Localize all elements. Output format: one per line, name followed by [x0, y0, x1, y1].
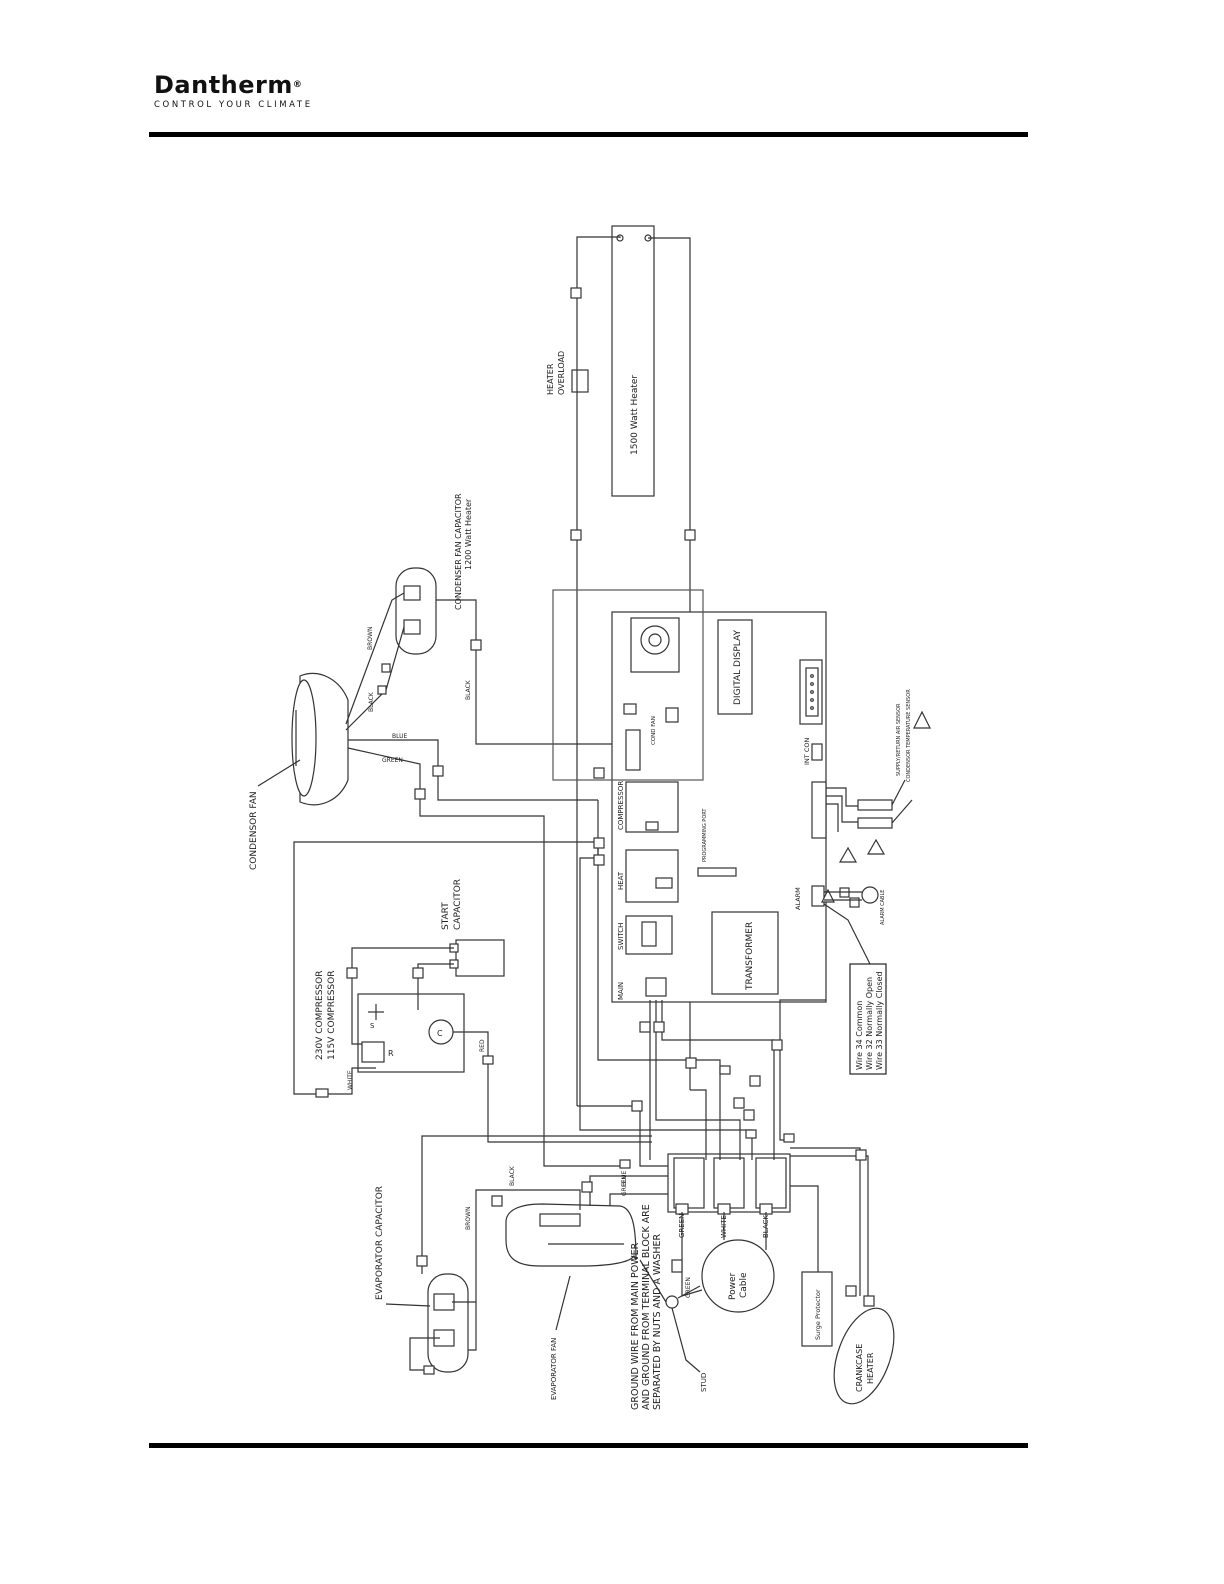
wire-black-label: BLACK: [368, 691, 375, 712]
board-switch-label: SWITCH: [617, 923, 625, 950]
compressor-label-115: 115V COMPRESSOR: [327, 971, 337, 1060]
condensor-temp-sensor-label: CONDENSOR TEMPERATURE SENSOR: [906, 689, 912, 782]
brand-name: Dantherm®: [154, 71, 303, 99]
wire-green-label-3: GREEN: [685, 1277, 692, 1298]
wire-white-label: WHITE: [347, 1070, 354, 1090]
wire-legend-1: Wire 34 Common: [855, 1001, 864, 1070]
control-board: DIGITAL DISPLAY COND FAN COMPRESSOR HEAT…: [552, 589, 827, 1003]
crankcase-heater-label-2: HEATER: [866, 1352, 875, 1384]
heater-overload: HEATER OVERLOAD: [546, 351, 589, 395]
terminal-block: GREEN WHITE BLACK: [667, 1153, 791, 1238]
wire-blue-label-2: BLUE: [621, 1170, 628, 1186]
evaporator-fan-label: EVAPORATOR FAN: [550, 1338, 558, 1400]
start-capacitor-label-1: START: [441, 902, 451, 930]
stud-label: STUD: [700, 1373, 708, 1392]
alarm-label: ALARM: [794, 887, 802, 910]
ground-note: GROUND WIRE FROM MAIN POWER AND GROUND F…: [630, 1204, 663, 1410]
board-heat-label: HEAT: [617, 871, 625, 890]
power-cable-label-2: Cable: [739, 1272, 749, 1298]
start-capacitor-label-2: CAPACITOR: [453, 879, 463, 930]
programming-port-label: PROGRAMMING PORT: [702, 808, 708, 862]
heater-overload-label-1: HEATER: [546, 363, 555, 395]
brand-tagline: CONTROL YOUR CLIMATE: [154, 100, 313, 110]
condensor-fan-label: CONDENSOR FAN: [249, 791, 259, 870]
wire-red-label: RED: [479, 1039, 486, 1052]
evaporator-fan: EVAPORATOR FAN: [505, 1203, 637, 1400]
power-cable-label-1: Power: [728, 1272, 738, 1300]
wire-black-label-3: BLACK: [509, 1165, 516, 1186]
header-rule: [149, 132, 1028, 137]
heater-1500: 1500 Watt Heater: [611, 225, 655, 497]
compressor-terminal-c: C: [437, 1029, 443, 1038]
condenser-fan-capacitor-label: CONDENSER FAN CAPACITOR: [454, 493, 463, 610]
heater-1500-label: 1500 Watt Heater: [630, 375, 640, 455]
surge-protector: Surge Protector: [801, 1271, 833, 1347]
evaporator-capacitor: EVAPORATOR CAPACITOR: [375, 1186, 469, 1373]
compressor-terminal-r: R: [388, 1049, 394, 1058]
alarm-cable-label: ALARM CABLE: [880, 890, 886, 925]
transformer-label: TRANSFORMER: [745, 922, 755, 991]
ground-note-3: SEPARATED BY NUTS AND A WASHER: [652, 1233, 663, 1410]
wire-legend-2: Wire 32 Normally Open: [865, 977, 874, 1070]
brand-logo: Dantherm® CONTROL YOUR CLIMATE: [154, 72, 313, 110]
board-compressor-label: COMPRESSOR: [617, 781, 625, 830]
condensor-fan: CONDENSOR FAN: [249, 672, 349, 870]
wire-brown-label: BROWN: [367, 627, 374, 650]
ground-note-2: AND GROUND FROM TERMINAL BLOCK ARE: [641, 1204, 652, 1410]
surge-protector-label: Surge Protector: [814, 1289, 822, 1340]
ground-note-1: GROUND WIRE FROM MAIN POWER: [630, 1242, 641, 1410]
wire-blue-label: BLUE: [392, 733, 408, 740]
board-main-label: MAIN: [617, 982, 625, 1000]
wire-green-label: GREEN: [382, 757, 403, 764]
power-cable: Power Cable: [701, 1239, 775, 1313]
supply-air-sensor-label: SUPPLY/RETURN AIR SENSOR: [896, 703, 902, 776]
start-capacitor: START CAPACITOR: [441, 879, 505, 977]
alarm-cable: ALARM CABLE: [823, 886, 886, 965]
compressor-terminal-s: S: [370, 1022, 375, 1030]
footer-rule: [149, 1443, 1028, 1448]
wire-black-label-2: BLACK: [465, 679, 472, 700]
digital-display-label: DIGITAL DISPLAY: [733, 630, 743, 705]
wire-green-label-2: GREEN: [621, 1175, 628, 1196]
condenser-fan-capacitor-sublabel: 1200 Watt Heater: [464, 498, 473, 570]
compressor: C R S 230V COMPRESSOR 115V COMPRESSOR: [315, 971, 465, 1073]
compressor-label-230: 230V COMPRESSOR: [315, 971, 325, 1060]
evaporator-capacitor-label: EVAPORATOR CAPACITOR: [375, 1186, 385, 1300]
crankcase-heater: CRANKCASE HEATER: [833, 1307, 895, 1405]
crankcase-heater-label-1: CRANKCASE: [855, 1344, 864, 1392]
sensors: SUPPLY/RETURN AIR SENSOR CONDENSOR TEMPE…: [821, 689, 931, 903]
wire-legend-3: Wire 33 Normally Closed: [875, 971, 884, 1070]
wire-legend: Wire 34 Common Wire 32 Normally Open Wir…: [849, 963, 887, 1075]
wire-brown-label-2: BROWN: [465, 1207, 472, 1230]
heater-overload-label-2: OVERLOAD: [557, 351, 566, 395]
int-con-label: INT CON: [803, 738, 811, 765]
cond-fan-label: COND FAN: [651, 716, 657, 745]
condenser-fan-capacitor: CONDENSER FAN CAPACITOR 1200 Watt Heater: [395, 493, 473, 655]
